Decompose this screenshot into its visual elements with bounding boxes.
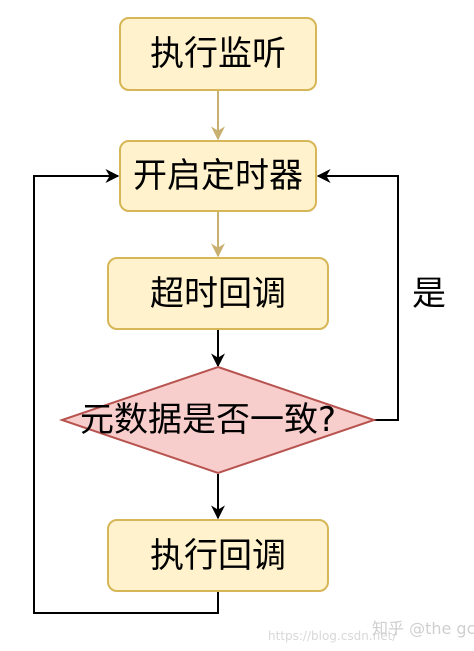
node-exec-listen: 执行监听 [119,17,317,91]
edge-decision-yes-loop [316,169,399,421]
node-start-timer-label: 开启定时器 [133,156,303,196]
node-decision: 元数据是否一致? [58,365,378,475]
watermark-url: https://blog.csdn.net/ [268,629,397,643]
node-timeout-callback: 超时回调 [107,257,329,330]
node-timeout-callback-label: 超时回调 [150,274,286,314]
node-exec-listen-label: 执行监听 [150,34,286,74]
node-decision-label: 元数据是否一致? [80,400,336,440]
node-start-timer: 开启定时器 [119,140,317,212]
edge-exec-loop-back [33,169,219,614]
edge-label-yes: 是 [412,274,446,314]
node-exec-callback-label: 执行回调 [150,536,286,576]
watermark-author: 知乎 @the gc [372,619,474,638]
node-exec-callback: 执行回调 [107,519,329,592]
